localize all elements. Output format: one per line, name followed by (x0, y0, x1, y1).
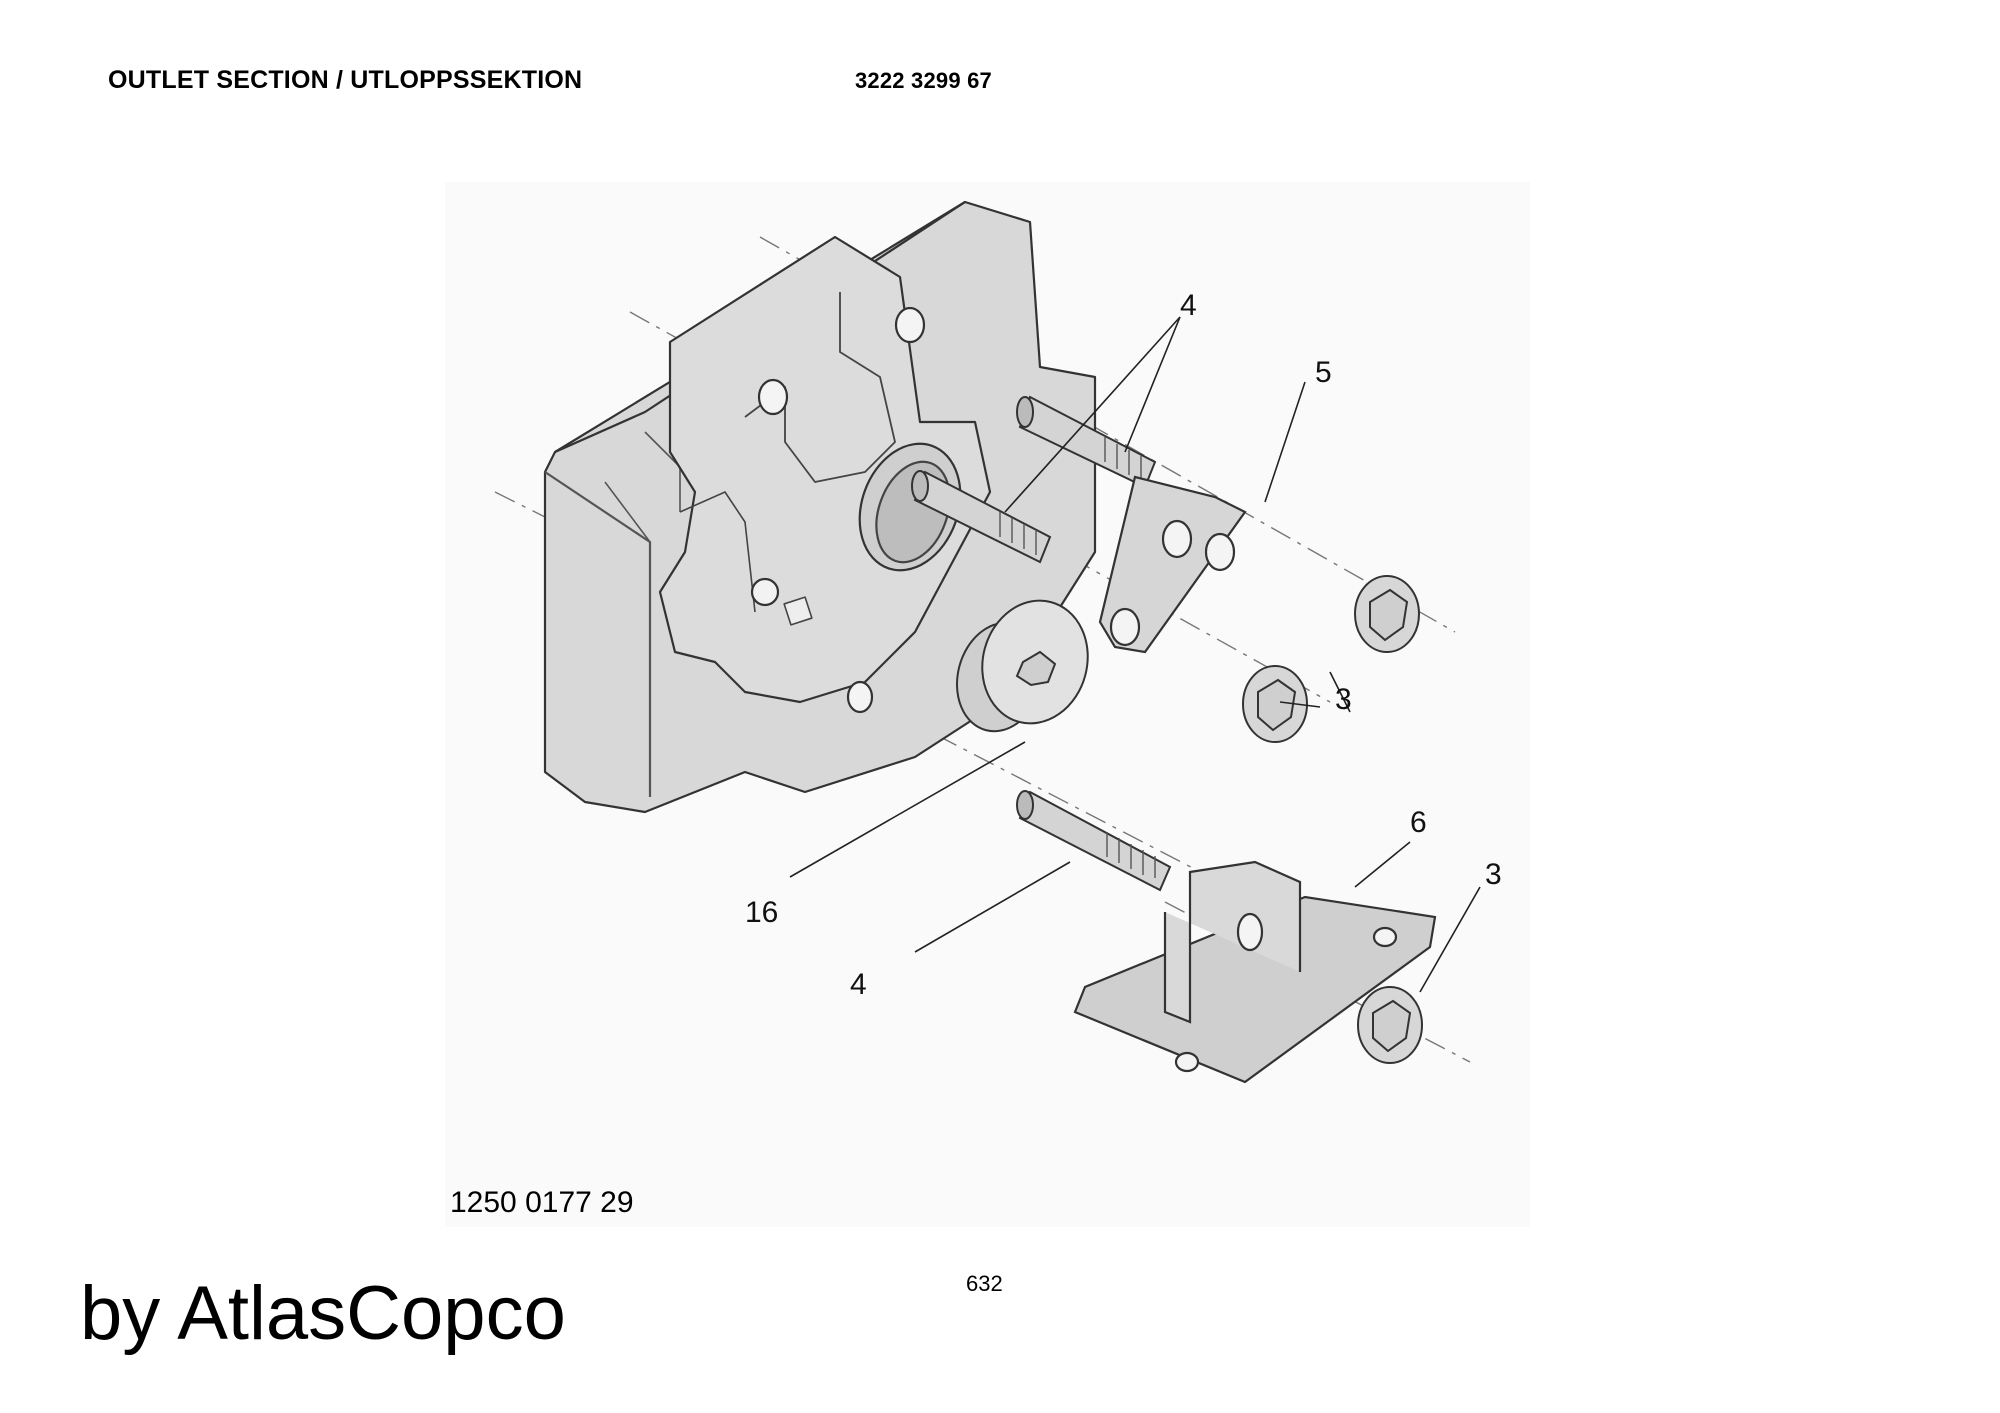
page-number: 632 (966, 1271, 1003, 1296)
callout-3-lower: 3 (1485, 858, 1502, 891)
callout-4-lower: 4 (850, 968, 867, 1001)
brand-text: by AtlasCopco (80, 1271, 566, 1356)
outlet-section-body (543, 200, 1097, 814)
callout-5: 5 (1315, 356, 1332, 389)
page-title: OUTLET SECTION / UTLOPPSSEKTION (108, 66, 583, 94)
callout-4-upper: 4 (1180, 289, 1197, 322)
exploded-parts-drawing: 4 5 3 6 3 16 4 (445, 182, 1530, 1227)
part-number: 3222 3299 67 (855, 68, 992, 93)
bracket-6 (1073, 860, 1437, 1084)
plug-16 (956, 599, 1089, 733)
stud-lower (1016, 790, 1172, 892)
flange-nut-c (1357, 986, 1423, 1064)
callout-3-upper: 3 (1335, 683, 1352, 716)
callout-6: 6 (1410, 806, 1427, 839)
bracket-5 (1098, 475, 1247, 654)
flange-nut-b (1242, 665, 1308, 743)
callout-numbers: 4 5 3 6 3 16 4 (745, 289, 1502, 1001)
stud-middle (911, 470, 1052, 564)
drawing-number: 1250 0177 29 (450, 1186, 634, 1219)
callout-16: 16 (745, 896, 778, 929)
flange-nut-a (1354, 575, 1420, 653)
